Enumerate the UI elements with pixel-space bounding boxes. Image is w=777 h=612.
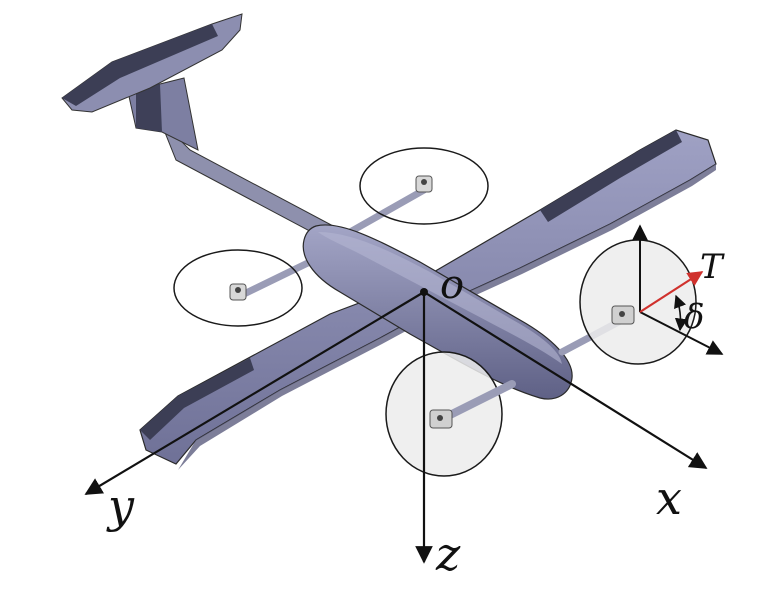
rear-rotor-hub — [421, 179, 427, 185]
fuselage-top-highlight — [318, 232, 562, 364]
left-rotor-hub — [235, 287, 241, 293]
rear-rotor — [346, 147, 489, 236]
y-axis-label: y — [106, 479, 135, 533]
thrust-frame — [632, 224, 724, 355]
fuselage-body — [302, 224, 573, 400]
thrust-vector — [639, 271, 704, 313]
body-axes — [84, 291, 708, 564]
x-axis-label: x — [656, 471, 682, 525]
origin-label: o — [440, 262, 464, 308]
fuselage — [302, 224, 573, 400]
rear-rotor-boom — [346, 186, 428, 236]
left-rotor — [173, 249, 322, 327]
thrust-frame-horizontal — [639, 311, 724, 355]
front-rotor-hub — [437, 415, 443, 421]
left-rotor-disk — [173, 249, 303, 327]
left-rotor-boom — [240, 254, 322, 298]
left-aileron — [140, 358, 254, 440]
origin-point — [420, 288, 428, 296]
front-rotor — [385, 351, 516, 477]
wing-leading-edge-shade — [178, 164, 716, 470]
tilt-angle-label: δ — [684, 297, 704, 337]
elevator-surface — [62, 24, 218, 106]
right-tilt-rotor — [558, 239, 697, 365]
vertical-fin-shadow — [136, 84, 162, 132]
thrust-label: T — [700, 247, 725, 287]
right-rotor-hub — [619, 311, 625, 317]
tail-assembly — [61, 13, 354, 245]
tilt-angle-arc — [674, 294, 688, 332]
x-axis-line — [423, 291, 708, 469]
z-axis-label: z — [435, 527, 461, 581]
rear-rotor-disk — [359, 147, 489, 225]
y-axis-line — [84, 291, 425, 495]
front-rotor-boom — [440, 380, 516, 422]
right-aileron — [540, 130, 682, 222]
